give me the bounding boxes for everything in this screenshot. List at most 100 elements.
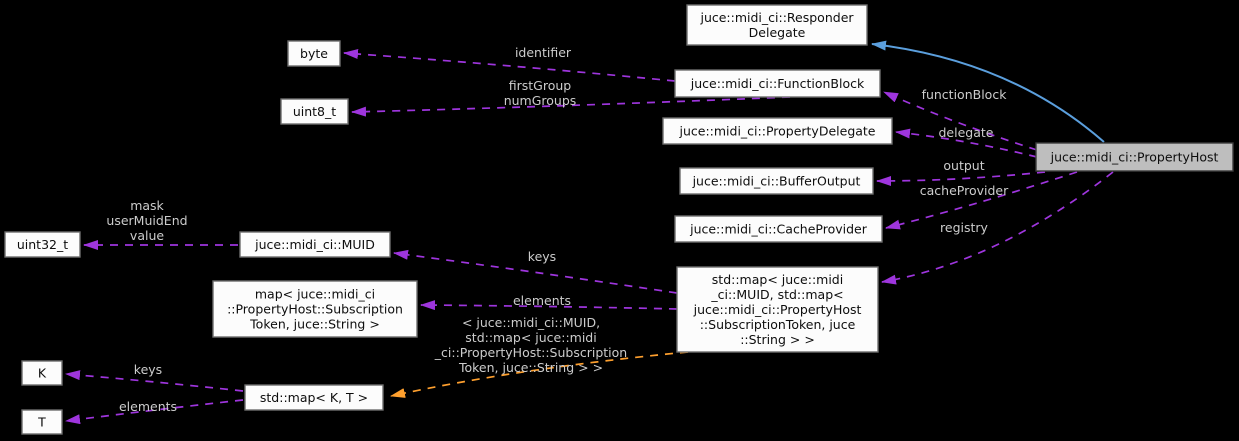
edge-elements-map — [420, 300, 678, 311]
edge-label-function-block: functionBlock — [922, 87, 1008, 102]
cache-provider-label: juce::midi_ci::CacheProvider — [689, 221, 868, 236]
node-label-line: juce::midi_ci::PropertyHost — [693, 302, 862, 317]
edge-function-block — [883, 91, 1038, 151]
node-label-line: Token, juce::String > — [249, 316, 380, 331]
edge-inheritance-responder-delegate — [871, 40, 1105, 143]
buffer-output-label: juce::midi_ci::BufferOutput — [692, 173, 861, 188]
function-block-box — [674, 69, 881, 98]
edge-label-line: keys — [528, 249, 556, 264]
std-map-kt-label: std::map< K, T > — [260, 390, 368, 405]
edge-first-group-num-groups — [351, 96, 791, 117]
edge-label-output: output — [943, 158, 984, 173]
edge-identifier — [343, 48, 676, 82]
node-label-line: juce::midi_ci::MUID — [254, 237, 375, 252]
edge-label-line: keys — [134, 362, 162, 377]
t-box — [21, 409, 63, 435]
edge-keys-muid — [393, 249, 678, 294]
k-label: K — [38, 365, 47, 380]
node-label-line: uint32_t — [17, 237, 68, 252]
node-label-line: juce::midi_ci::PropertyHost — [1050, 149, 1219, 164]
registry-map-label: std::map< juce::midi_ci::MUID, std::map<… — [693, 272, 862, 347]
node-subscription-map: map< juce::midi_ci::PropertyHost::Subscr… — [212, 280, 418, 338]
node-label-line: uint8_t — [293, 104, 336, 119]
property-host-box — [1035, 142, 1234, 172]
k-box — [21, 360, 63, 386]
std-map-kt-box — [244, 384, 384, 411]
edge-label-identifier: identifier — [515, 45, 572, 60]
muid-box — [239, 231, 391, 258]
node-label-line: juce::midi_ci::CacheProvider — [689, 221, 868, 236]
node-buffer-output[interactable]: juce::midi_ci::BufferOutput — [679, 167, 874, 195]
node-label-line: byte — [300, 46, 328, 61]
node-label-line: T — [37, 414, 46, 429]
edge-label-line: cacheProvider — [920, 183, 1009, 198]
edge-label-delegate: delegate — [939, 125, 994, 140]
cache-provider-box — [674, 215, 883, 243]
node-label-line: ::SubscriptionToken, juce — [700, 317, 856, 332]
function-block-label: juce::midi_ci::FunctionBlock — [690, 76, 865, 91]
property-delegate-label: juce::midi_ci::PropertyDelegate — [678, 123, 875, 138]
edge-label-line: functionBlock — [922, 87, 1008, 102]
node-label-line: _ci::MUID, std::map< — [710, 287, 843, 302]
edge-label-line: elements — [513, 293, 571, 308]
edge-registry — [881, 171, 1114, 285]
buffer-output-box — [679, 167, 874, 195]
node-label-line: ::String > > — [740, 332, 815, 347]
edge-label-line: std::map< juce::midi — [465, 330, 596, 345]
node-label-line: juce::midi_ci::Responder — [699, 10, 854, 25]
node-label-line: juce::midi_ci::FunctionBlock — [690, 76, 865, 91]
property-delegate-box — [662, 117, 893, 145]
edge-label-line: registry — [940, 220, 989, 235]
edge-label-line: value — [130, 228, 164, 243]
edge-label-registry: registry — [940, 220, 989, 235]
edge-label-line: output — [943, 158, 984, 173]
edge-label-line: firstGroup — [509, 78, 572, 93]
edge-label-keys-muid: keys — [528, 249, 556, 264]
edge-output — [876, 171, 1046, 186]
node-t: T — [21, 409, 63, 435]
edge-label-line: Token, juce::String > > — [458, 360, 603, 375]
muid-label: juce::midi_ci::MUID — [254, 237, 375, 252]
registry-map-box — [676, 266, 879, 353]
node-label-line: std::map< juce::midi — [712, 272, 843, 287]
edge-elements-t — [65, 399, 244, 425]
property-host-label: juce::midi_ci::PropertyHost — [1050, 149, 1219, 164]
node-muid[interactable]: juce::midi_ci::MUID — [239, 231, 391, 258]
node-property-host: juce::midi_ci::PropertyHost — [1035, 142, 1234, 172]
edge-keys-k — [65, 370, 244, 392]
node-cache-provider[interactable]: juce::midi_ci::CacheProvider — [674, 215, 883, 243]
edge-label-template-instance: < juce::midi_ci::MUID,std::map< juce::mi… — [434, 315, 627, 375]
node-registry-map: std::map< juce::midi_ci::MUID, std::map<… — [676, 266, 879, 353]
node-k: K — [21, 360, 63, 386]
node-property-delegate[interactable]: juce::midi_ci::PropertyDelegate — [662, 117, 893, 145]
subscription-map-label: map< juce::midi_ci::PropertyHost::Subscr… — [227, 286, 403, 331]
uint32-t-box — [4, 231, 81, 258]
byte-box — [287, 40, 341, 67]
edge-label-line: delegate — [939, 125, 994, 140]
edge-delegate — [895, 128, 1038, 158]
edge-label-line: numGroups — [504, 93, 577, 108]
node-label-line: juce::midi_ci::BufferOutput — [692, 173, 861, 188]
node-uint8-t: uint8_t — [280, 98, 349, 125]
edge-label-line: identifier — [515, 45, 572, 60]
edge-label-elements-t: elements — [119, 399, 177, 414]
node-label-line: map< juce::midi_ci — [255, 286, 375, 301]
edge-label-line: userMuidEnd — [106, 213, 187, 228]
node-label-line: std::map< K, T > — [260, 390, 368, 405]
edges-layer — [65, 40, 1114, 425]
t-label: T — [37, 414, 46, 429]
responder-delegate-box — [686, 4, 868, 46]
node-std-map-kt: std::map< K, T > — [244, 384, 384, 411]
node-function-block[interactable]: juce::midi_ci::FunctionBlock — [674, 69, 881, 98]
uint8-t-label: uint8_t — [293, 104, 336, 119]
node-label-line: K — [38, 365, 47, 380]
uint8-t-box — [280, 98, 349, 125]
